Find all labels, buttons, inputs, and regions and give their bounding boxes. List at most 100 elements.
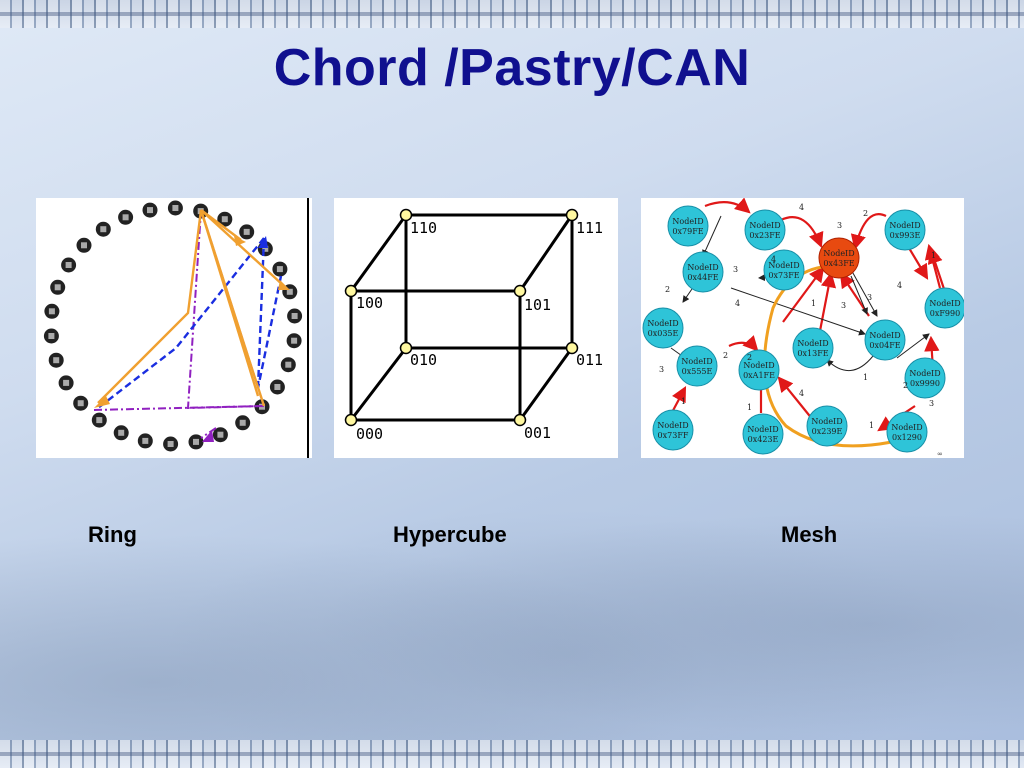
mesh-node-prefix: NodeID bbox=[891, 423, 922, 432]
ring-svg bbox=[43, 198, 309, 458]
ring-node-core bbox=[100, 226, 107, 233]
mesh-edge-label: 2 bbox=[903, 381, 908, 390]
mesh-node-circle bbox=[738, 349, 780, 391]
mesh-node-prefix: NodeID bbox=[672, 217, 703, 226]
ring-node-core bbox=[172, 205, 179, 211]
mesh-edge-label: 3 bbox=[733, 265, 738, 274]
ring-blue-edges bbox=[97, 237, 283, 409]
mesh-node-prefix: NodeID bbox=[889, 221, 920, 230]
mesh-edge-label: 4 bbox=[799, 203, 804, 212]
mesh-edge-label: 1 bbox=[747, 403, 752, 412]
ring-node-core bbox=[217, 431, 224, 438]
vertex-label-001: 001 bbox=[524, 424, 551, 442]
ring-node-core bbox=[286, 288, 293, 295]
hypercube-diagram: 110 111 100 101 010 011 000 001 bbox=[334, 198, 618, 458]
vertex-label-101: 101 bbox=[524, 296, 551, 314]
ring-node-core bbox=[274, 384, 281, 390]
mesh-red-edges bbox=[668, 198, 949, 432]
vertex-label-010: 010 bbox=[410, 351, 437, 369]
mesh-node-circle bbox=[886, 411, 928, 453]
mesh-node-circle bbox=[682, 251, 724, 293]
mesh-node-prefix: NodeID bbox=[681, 357, 712, 366]
mesh-node-id: 0xA1FE bbox=[743, 371, 775, 380]
mesh-node-prefix: NodeID bbox=[687, 263, 718, 272]
top-decorative-band bbox=[0, 0, 1024, 28]
mesh-node-circle bbox=[904, 357, 946, 399]
mesh-edge-label: 1 bbox=[869, 421, 874, 430]
ring-node-core bbox=[291, 337, 298, 344]
ring-node-core bbox=[48, 333, 55, 339]
ring-node-core bbox=[118, 429, 125, 436]
mesh-node-circle bbox=[744, 209, 786, 251]
ring-node-core bbox=[239, 419, 246, 426]
mesh-node-prefix: NodeID bbox=[768, 261, 799, 270]
ring-node-core bbox=[291, 313, 298, 319]
ring-node-core bbox=[96, 417, 103, 424]
mesh-node-circle bbox=[667, 205, 709, 247]
ring-node-core bbox=[81, 242, 87, 249]
mesh-node-id: 0x43FE bbox=[823, 259, 854, 268]
mesh-node-prefix: NodeID bbox=[743, 361, 774, 370]
mesh-node-id: 0x239E bbox=[812, 427, 843, 436]
mesh-node-prefix: NodeID bbox=[797, 339, 828, 348]
ring-node-group bbox=[43, 200, 303, 452]
mesh-svg: NodeID0x79FENodeID0x23FENodeID0x43FENode… bbox=[642, 198, 964, 458]
ring-node-core bbox=[48, 308, 55, 315]
mesh-edge-label: 2 bbox=[747, 353, 752, 362]
ring-node-core bbox=[221, 216, 228, 223]
ring-node-core bbox=[65, 262, 72, 268]
mesh-caption: Mesh bbox=[781, 522, 838, 547]
mesh-node-circle bbox=[924, 287, 964, 329]
ring-caption: Ring bbox=[88, 522, 137, 547]
svg-text:∞: ∞ bbox=[937, 450, 943, 458]
bottom-decorative-band bbox=[0, 740, 1024, 768]
mesh-edge-label: 4 bbox=[897, 281, 902, 290]
mesh-edge-label: 4 bbox=[771, 255, 776, 264]
hypercube-edges bbox=[349, 213, 574, 422]
mesh-edge-label: 3 bbox=[659, 365, 664, 374]
ring-node-core bbox=[193, 438, 199, 445]
mesh-edge-label: 1 bbox=[931, 251, 936, 260]
mesh-edge-label: 1 bbox=[811, 299, 816, 308]
mesh-node-circle bbox=[763, 249, 805, 291]
ring-node-core bbox=[142, 437, 149, 444]
vertex-label-110: 110 bbox=[410, 219, 437, 237]
ring-node-core bbox=[285, 361, 292, 368]
ring-orange-edges bbox=[97, 209, 285, 407]
mesh-edge-label: 1 bbox=[681, 397, 686, 406]
mesh-edge-label: 4 bbox=[735, 299, 740, 308]
mesh-node-id: 0x44FE bbox=[687, 273, 718, 282]
mesh-edge-label: 3 bbox=[837, 221, 842, 230]
mesh-node-prefix: NodeID bbox=[909, 369, 940, 378]
mesh-node-id: 0x73FF bbox=[658, 431, 689, 440]
mesh-node-id: 0x23FE bbox=[749, 231, 780, 240]
ring-node-core bbox=[53, 357, 60, 364]
mesh-node-circle bbox=[676, 345, 718, 387]
mesh-node-id: 0x555E bbox=[682, 367, 713, 376]
hypercube-svg: 110 111 100 101 010 011 000 001 bbox=[344, 208, 603, 443]
mesh-node-circle bbox=[806, 405, 848, 447]
mesh-node-group: NodeID0x79FENodeID0x23FENodeID0x43FENode… bbox=[642, 205, 964, 455]
mesh-node-prefix: NodeID bbox=[647, 319, 678, 328]
hypercube-caption: Hypercube bbox=[393, 522, 507, 547]
mesh-node-id: 0x035E bbox=[648, 329, 679, 338]
mesh-node-circle bbox=[792, 327, 834, 369]
mesh-node-id: 0x993E bbox=[890, 231, 921, 240]
hypercube-vertex-dots bbox=[344, 208, 579, 427]
mesh-edge-label: 3 bbox=[867, 293, 872, 302]
mesh-edge-label: 4 bbox=[799, 389, 804, 398]
mesh-node-id: 0x1290 bbox=[892, 433, 922, 442]
ring-node-core bbox=[77, 400, 84, 407]
vertex-label-000: 000 bbox=[356, 425, 383, 443]
mesh-node-id: 0x13FE bbox=[797, 349, 828, 358]
mesh-edge-label: 3 bbox=[929, 399, 934, 408]
mesh-node-id: 0x9990 bbox=[910, 379, 940, 388]
ring-node-core bbox=[147, 207, 153, 214]
ring-node-core bbox=[276, 266, 283, 273]
mesh-node-prefix: NodeID bbox=[869, 331, 900, 340]
mesh-node-prefix: NodeID bbox=[823, 249, 854, 258]
ring-node-core bbox=[63, 379, 70, 386]
slide-title: Chord /Pastry/CAN bbox=[273, 39, 751, 97]
